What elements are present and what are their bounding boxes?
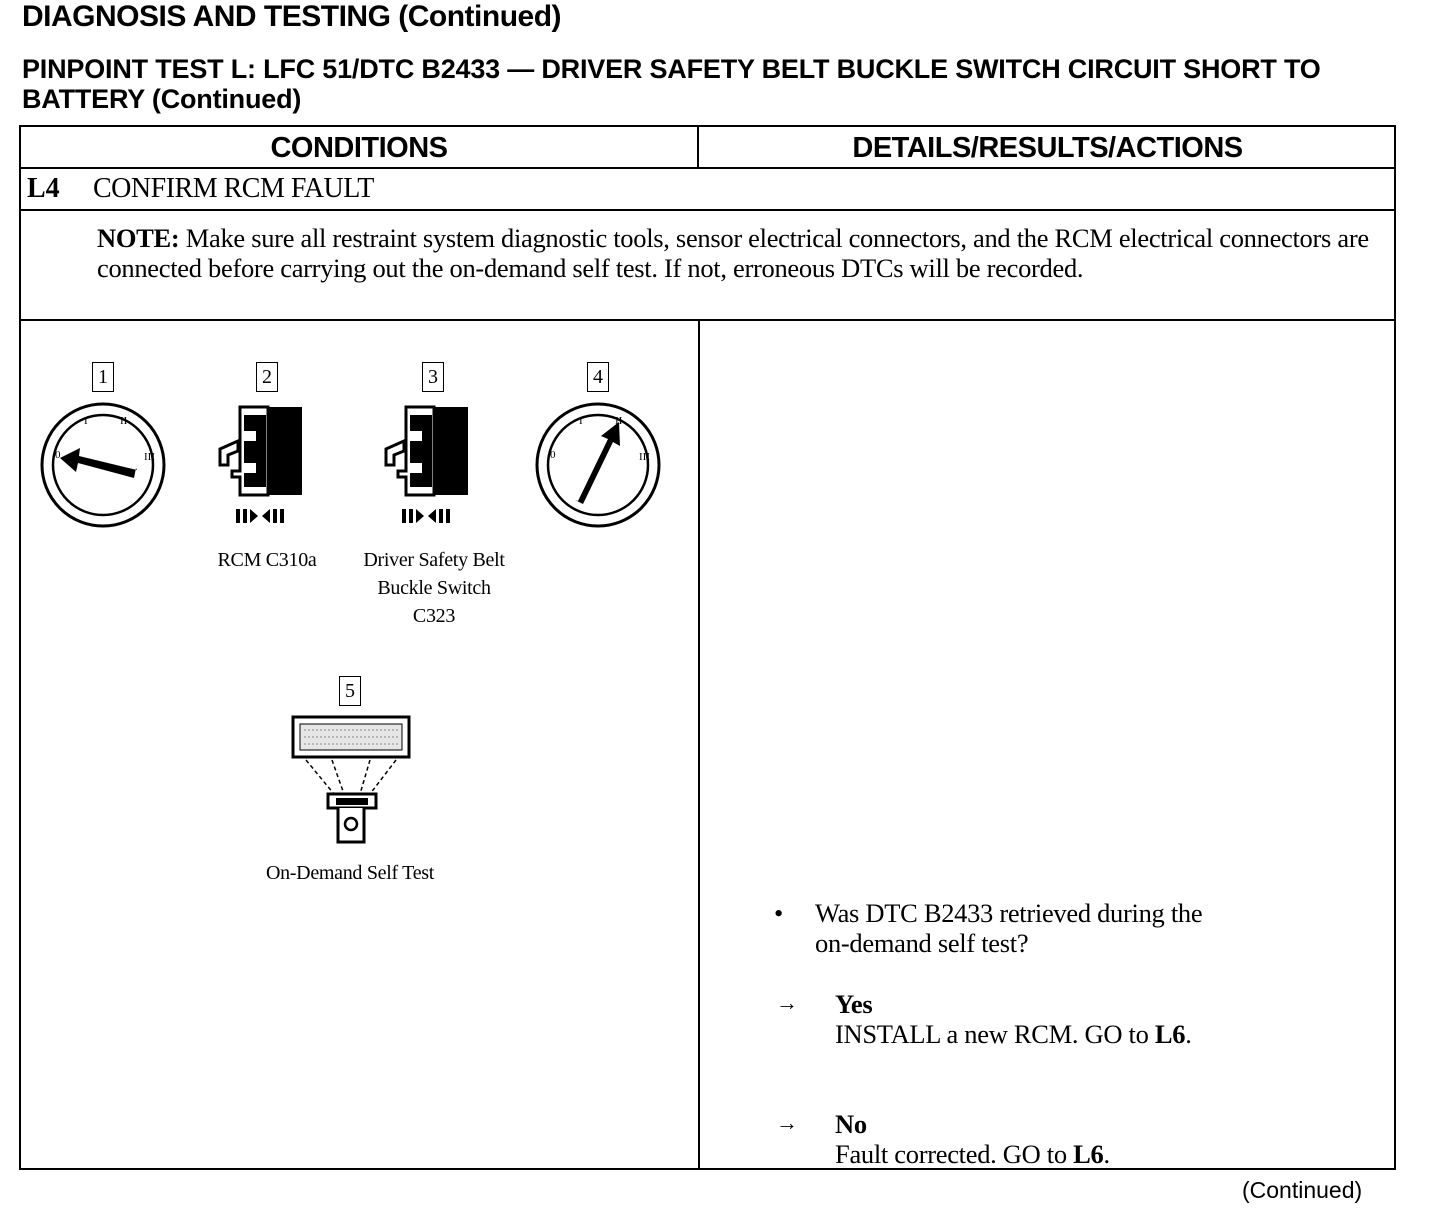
note-text: NOTE: Make sure all restraint system dia… [97, 223, 1397, 283]
section-header: DIAGNOSIS AND TESTING (Continued) [22, 0, 562, 33]
caption-buckle-switch: Driver Safety Belt Buckle Switch C323 [344, 546, 524, 630]
yes-label: Yes [835, 989, 873, 1019]
step-title: CONFIRM RCM FAULT [93, 173, 374, 204]
yes-result: Yes INSTALL a new RCM. GO to L6. [835, 989, 1375, 1049]
figure-number-2: 2 [256, 362, 278, 392]
yes-goto-target[interactable]: L6 [1154, 1019, 1186, 1049]
figure-number-3: 3 [422, 362, 444, 392]
pinpoint-test-title: PINPOINT TEST L: LFC 51/DTC B2433 — DRIV… [22, 54, 1321, 114]
figure-number-1: 1 [92, 362, 114, 392]
figure-number-4: 4 [587, 362, 609, 392]
right-arrow-icon: → [776, 990, 798, 1015]
note-body: Make sure all restraint system diagnosti… [97, 223, 1369, 283]
question-line-1: Was DTC B2433 retrieved during the [815, 898, 1203, 928]
pinpoint-table: CONDITIONS DETAILS/RESULTS/ACTIONS L4 CO… [19, 125, 1396, 1170]
continued-footer: (Continued) [1242, 1177, 1363, 1203]
switch-pos-0: 0 [550, 449, 556, 461]
figure-number-5: 5 [339, 676, 361, 706]
scan-tool-icon [291, 715, 411, 844]
caption-buckle-line-1: Driver Safety Belt [363, 549, 505, 571]
table-header-row: CONDITIONS DETAILS/RESULTS/ACTIONS [21, 127, 1394, 169]
yes-action-text: INSTALL a new RCM. GO to [835, 1019, 1155, 1049]
switch-pos-3: III [639, 451, 650, 463]
no-action: Fault corrected. GO to L6. [835, 1139, 1375, 1169]
caption-self-test: On-Demand Self Test [265, 862, 435, 884]
question-text: Was DTC B2433 retrieved during the on-de… [815, 898, 1375, 958]
step-row: L4 CONFIRM RCM FAULT [21, 169, 1394, 211]
note-row: NOTE: Make sure all restraint system dia… [21, 211, 1394, 321]
switch-pos-2: II [120, 415, 128, 427]
caption-buckle-line-3: C323 [412, 605, 456, 627]
switch-pos-0: 0 [55, 449, 61, 461]
no-action-end: . [1103, 1139, 1110, 1169]
bullet-icon: • [774, 898, 783, 928]
caption-buckle-line-2: Buckle Switch [377, 577, 491, 599]
conditions-column-header: CONDITIONS [21, 127, 699, 167]
switch-pos-1: I [84, 415, 88, 427]
no-label: No [835, 1109, 867, 1139]
connector-rcm-icon [218, 405, 302, 523]
note-label: NOTE: [97, 223, 180, 253]
ignition-switch-run-icon: 0 I II III [535, 402, 661, 528]
ignition-switch-off-icon: 0 I II III [40, 402, 166, 528]
no-result: No Fault corrected. GO to L6. [835, 1109, 1375, 1169]
details-column-header: DETAILS/RESULTS/ACTIONS [852, 132, 1243, 164]
switch-pos-2: II [615, 415, 623, 427]
yes-action-end: . [1185, 1019, 1192, 1049]
step-id: L4 [27, 173, 60, 204]
switch-pos-3: III [144, 451, 155, 463]
switch-pos-1: I [579, 415, 583, 427]
no-action-text: Fault corrected. GO to [835, 1139, 1074, 1169]
right-arrow-icon: → [776, 1110, 798, 1135]
question-line-2: on-demand self test? [815, 928, 1029, 958]
connector-buckle-switch-icon [384, 405, 468, 523]
column-divider [698, 321, 700, 1170]
yes-action: INSTALL a new RCM. GO to L6. [835, 1019, 1375, 1049]
no-goto-target[interactable]: L6 [1073, 1139, 1104, 1169]
caption-rcm-connector: RCM C310a [217, 549, 317, 571]
